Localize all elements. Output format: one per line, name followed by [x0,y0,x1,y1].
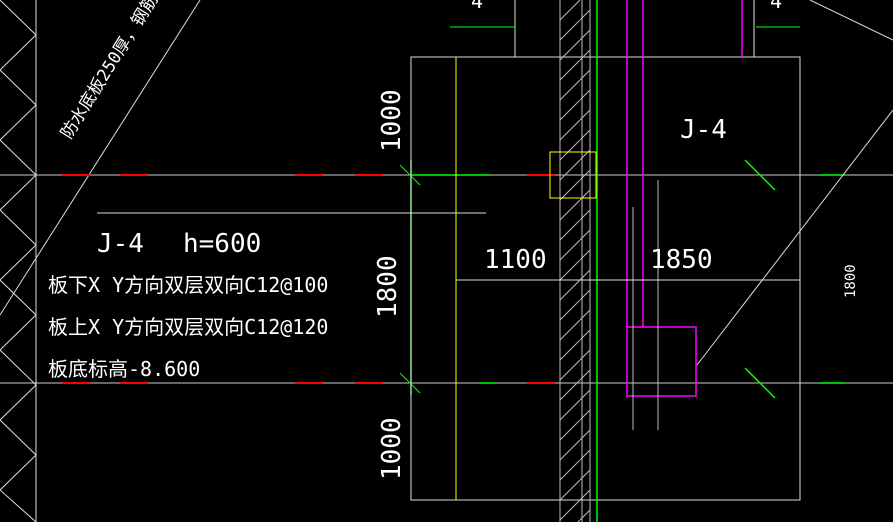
magenta-pit [626,0,743,397]
wall-hatch [560,0,590,522]
grid-lines [0,159,893,399]
elevation: 板底标高-8.600 [48,357,200,381]
dim-left-bottom: 1000 [377,417,407,480]
legend-title: J-4 [97,229,144,259]
dim-right: 1800 [843,264,859,298]
foundation-label: J-4 [680,115,727,145]
yellow-column [549,151,597,199]
bottom-rebar: 板下X Y方向双层双向C12@100 [48,273,328,297]
dim-left-middle: 1800 [373,255,403,318]
dim-horizontal-right: 1850 [650,245,713,275]
slab-edge-diagonal [0,0,201,316]
legend-height: h=600 [183,229,261,259]
dim-left-top: 1000 [377,89,407,152]
left-wall-hatch [0,0,37,522]
top-label-right: 4 [770,0,782,13]
diagonal-note: 防水底板250厚，钢筋C10 [57,0,179,143]
top-label-left: 4 [471,0,483,13]
top-rebar: 板上X Y方向双层双向C12@120 [48,315,328,339]
dim-horizontal-left: 1100 [484,245,547,275]
